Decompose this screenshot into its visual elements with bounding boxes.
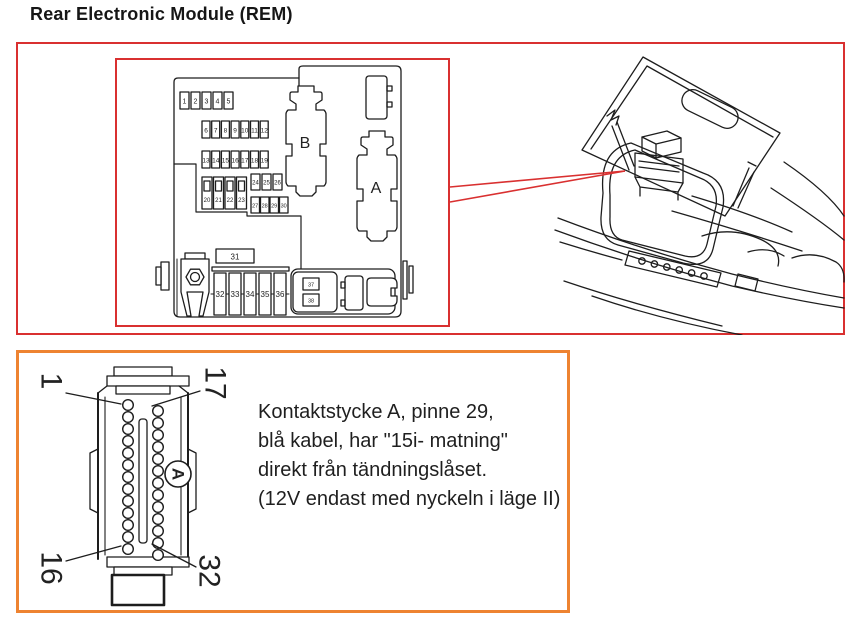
fuse-label-27: 27: [252, 204, 258, 210]
fuse-row-2: [201, 120, 269, 139]
trunk-opening-frame: [600, 142, 725, 266]
fuse-label-21: 21: [215, 198, 222, 204]
fuse-label-12: 12: [261, 128, 269, 135]
fuse-label-3: 3: [205, 99, 209, 106]
fuse-label-13: 13: [202, 158, 210, 165]
fuse-label-37: 37: [308, 283, 314, 289]
trunk-struts: [606, 109, 757, 209]
fuse-row-7: [210, 272, 290, 316]
fuse-row-7-labels: 32 33 34 35 36: [216, 290, 285, 299]
note-line-1: Kontaktstycke A, pinne 29,: [258, 401, 494, 423]
note-line-4: (12V endast med nyckeln i läge II): [258, 488, 561, 510]
connector-pin-teeth: [121, 399, 164, 561]
note-line-2: blå kabel, har "15i- matning": [258, 430, 508, 452]
fuse-label-6: 6: [204, 128, 208, 135]
pin-label-bottom-left: 16: [35, 551, 68, 584]
pin-label-bottom-right: 32: [193, 554, 226, 587]
fuse-label-36: 36: [276, 290, 285, 299]
note-line-3: direkt från tändningslåset.: [258, 459, 488, 481]
fuse-label-18: 18: [251, 158, 259, 165]
fuse-label-1: 1: [183, 99, 187, 106]
fuse-label-33: 33: [231, 290, 240, 299]
fuse-row-4: [201, 176, 248, 210]
fuse-row-3: [201, 150, 269, 169]
fuse-label-29: 29: [271, 204, 277, 210]
section-a-label: A: [169, 468, 188, 480]
fuse-label-15: 15: [222, 158, 230, 165]
trunk-lid: [581, 56, 781, 217]
fuse-row-1-labels: 1 2 3 4 5: [183, 99, 231, 106]
trunk-illustration-wrap: [552, 46, 845, 336]
connector-pinout-panel: 1 17 16 32 A Kontaktstycke A, pinne 29, …: [16, 350, 570, 613]
fuse-label-34: 34: [246, 290, 255, 299]
fuse-label-25: 25: [263, 181, 270, 187]
rem-module-drawing: [634, 130, 684, 201]
fuse-row-5-labels: 24 25 26: [252, 181, 281, 187]
fusebox-diagram-box: B A 1 2 3 4 5 6 7 8 9 10: [115, 58, 450, 327]
fuse-row-4-labels: 20 21 22 23: [204, 198, 246, 204]
fuse-label-7: 7: [214, 128, 218, 135]
page-title: Rear Electronic Module (REM): [30, 4, 293, 24]
fuse-label-26: 26: [274, 181, 281, 187]
car-body-side: [770, 161, 845, 283]
fuse-label-35: 35: [261, 290, 270, 299]
pinout-drawing: 1 17 16 32 A: [35, 366, 232, 607]
pinout-drawing-wrap: 1 17 16 32 A: [28, 361, 248, 611]
fusebox-diagram: B A 1 2 3 4 5 6 7 8 9 10: [155, 65, 414, 318]
connector-b-label: B: [300, 135, 311, 152]
fuse-row-3-labels: 13 14 15 16 17 18 19: [202, 158, 268, 165]
connector-shell: [89, 366, 197, 607]
fuse-label-2: 2: [194, 99, 198, 106]
fuse-row-6-labels: 27 28 29 30: [252, 204, 287, 210]
trunk-floor: [671, 195, 803, 267]
fuse-row-5: [250, 173, 283, 191]
trunk-illustration: [554, 56, 845, 336]
fuse-label-17: 17: [241, 158, 249, 165]
fuse-label-38: 38: [308, 299, 314, 305]
rear-bumper: [554, 217, 845, 336]
fuse-label-5: 5: [227, 99, 231, 106]
pin-label-top-right: 17: [199, 366, 232, 399]
fuse-label-16: 16: [231, 158, 239, 165]
fuse-label-14: 14: [212, 158, 220, 165]
relay-31: [211, 248, 290, 272]
relay-31-label: 31: [231, 253, 240, 262]
fuse-label-19: 19: [261, 158, 269, 165]
fuse-label-11: 11: [251, 128, 258, 135]
fuse-label-30: 30: [281, 204, 287, 210]
bottom-connector-assembly: [290, 260, 414, 315]
fuse-row-6: [250, 196, 289, 214]
fuse-label-32: 32: [216, 290, 225, 299]
fuse-label-23: 23: [238, 198, 245, 204]
fuse-label-22: 22: [227, 198, 234, 204]
fuse-label-20: 20: [204, 198, 211, 204]
fuse-row-2-labels: 6 7 8 9 10 11 12: [204, 128, 268, 135]
pin-leader-lines: [65, 390, 201, 568]
connector-b-shape: [285, 85, 327, 197]
fuse-label-4: 4: [216, 99, 220, 106]
fuse-label-24: 24: [252, 181, 259, 187]
connector-spine: [138, 418, 148, 544]
note-text: Kontaktstycke A, pinne 29, blå kabel, ha…: [258, 398, 560, 514]
fuse-row-1: [179, 91, 234, 110]
fuse-row-8-labels: 37 38: [308, 283, 314, 305]
pin-label-top-left: 1: [35, 373, 68, 390]
rem-location-panel: B A 1 2 3 4 5 6 7 8 9 10: [16, 42, 845, 336]
fuse-label-9: 9: [233, 128, 237, 135]
fuse-label-8: 8: [224, 128, 228, 135]
section-a-circle: [164, 460, 192, 488]
connector-a-label: A: [371, 180, 382, 197]
mounting-bracket: [155, 252, 210, 317]
fuse-label-10: 10: [241, 128, 249, 135]
fuse-label-28: 28: [262, 204, 268, 210]
